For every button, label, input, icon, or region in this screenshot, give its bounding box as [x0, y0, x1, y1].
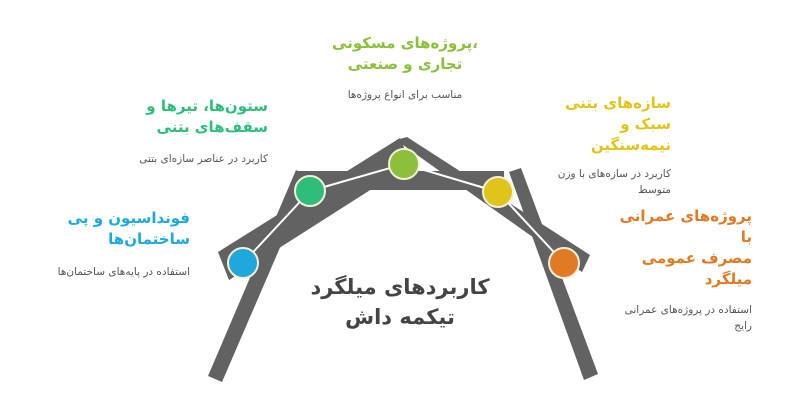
node-title-line: سقف‌های بتنی — [156, 118, 268, 136]
node-description-line: رایج — [734, 320, 752, 332]
node-description-line: استفاده در پروژه‌های عمرانی — [624, 304, 752, 316]
node-circle-light-structures — [482, 176, 514, 208]
node-title-line: فونداسیون و پی — [67, 209, 190, 227]
node-label-columns: ستون‌ها، تیرها و سقف‌های بتنی کاربرد در … — [130, 96, 268, 167]
node-title-line: ستون‌ها، تیرها و — [146, 97, 268, 115]
connector-line — [242, 190, 311, 264]
connector-line — [497, 191, 565, 264]
node-title: ستون‌ها، تیرها و سقف‌های بتنی — [130, 96, 268, 138]
center-title-line: تیکمه داش — [345, 305, 455, 329]
node-description: مناسب برای انواع پروژه‌ها — [347, 89, 463, 101]
node-description: استفاده در پروژه‌های عمرانی رایج — [612, 302, 752, 334]
node-description: کاربرد در عناصر سازه‌ای بتنی — [139, 153, 268, 165]
node-label-foundation: فونداسیون و پی ساختمان‌ها استفاده در پای… — [50, 208, 190, 280]
node-description: کاربرد در سازه‌های با وزن متوسط — [536, 166, 671, 198]
node-description: استفاده در پایه‌های ساختمان‌ها — [57, 266, 190, 278]
node-label-light-structures: سازه‌های بتنی سبک و نیمه‌سنگین کاربرد در… — [536, 93, 671, 198]
node-title-line: نیمه‌سنگین — [590, 136, 671, 154]
node-title-line: سازه‌های بتنی سبک و — [565, 94, 671, 133]
node-title: ،پروژه‌های مسکونی تجاری و صنعتی — [330, 33, 480, 75]
center-title-line: کاربردهای میلگرد — [310, 275, 490, 299]
node-title-line: مصرف عمومی میلگرد — [641, 249, 752, 288]
node-title: پروژه‌های عمرانی با مصرف عمومی میلگرد — [612, 206, 752, 290]
node-circle-residential — [388, 148, 420, 180]
node-title-line: پروژه‌های عمرانی با — [619, 207, 752, 246]
node-title: سازه‌های بتنی سبک و نیمه‌سنگین — [536, 93, 671, 156]
node-circle-columns — [294, 175, 326, 207]
node-circle-civil-projects — [548, 247, 580, 279]
node-title-line: ،پروژه‌های مسکونی — [332, 34, 478, 52]
node-description-line: کاربرد در سازه‌های با وزن — [557, 168, 671, 180]
connector-line — [309, 163, 405, 192]
node-title-line: ساختمان‌ها — [108, 230, 190, 248]
node-circle-foundation — [227, 247, 259, 279]
node-title-line: تجاری و صنعتی — [347, 55, 463, 73]
node-description-line: متوسط — [638, 184, 671, 196]
connector-line — [403, 163, 499, 193]
node-label-civil-projects: پروژه‌های عمرانی با مصرف عمومی میلگرد اس… — [612, 206, 752, 334]
diagram-center-title: کاربردهای میلگرد تیکمه داش — [290, 272, 510, 332]
left-diagonal-bar — [218, 138, 411, 280]
node-title: فونداسیون و پی ساختمان‌ها — [50, 208, 190, 250]
node-label-residential: ،پروژه‌های مسکونی تجاری و صنعتی مناسب بر… — [330, 33, 480, 103]
